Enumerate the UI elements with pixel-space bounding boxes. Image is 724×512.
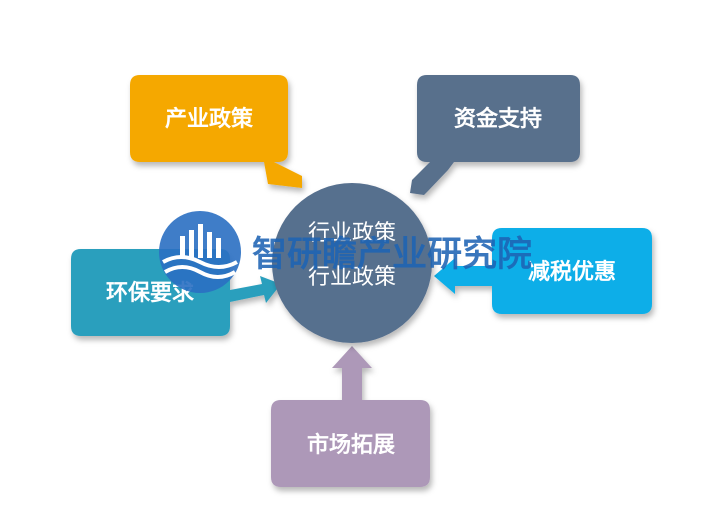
tax-incentives-callout — [434, 228, 652, 314]
watermark-logo-icon — [159, 211, 241, 293]
market-expansion-label: 市场拓展 — [307, 432, 395, 458]
industry-policy-label: 产业政策 — [165, 106, 254, 132]
tax-incentives-label: 减税优惠 — [528, 259, 616, 285]
watermark: 智研瞻产业研究院 — [159, 211, 532, 293]
watermark-text: 智研瞻产业研究院 — [252, 235, 532, 275]
funding-support-callout — [410, 75, 580, 195]
market-expansion-callout — [271, 346, 430, 487]
center-label-top: 行业政策 — [308, 221, 396, 246]
industry-policy-callout — [130, 75, 302, 188]
center-circle — [272, 183, 432, 343]
funding-support-label: 资金支持 — [454, 106, 542, 132]
center-label-main: 行业政策 — [308, 265, 396, 290]
